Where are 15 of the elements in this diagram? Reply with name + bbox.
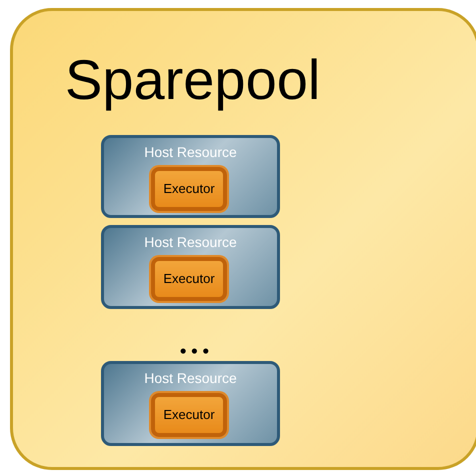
host-label: Host Resource bbox=[143, 144, 238, 160]
host-box bbox=[101, 135, 280, 218]
executor-box bbox=[151, 257, 227, 301]
executor-label: Executor bbox=[162, 271, 216, 286]
executor-label: Executor bbox=[162, 407, 216, 422]
executor-box bbox=[151, 393, 227, 437]
host-box bbox=[101, 361, 280, 446]
executor-box bbox=[151, 167, 227, 211]
ellipsis-label: • • • bbox=[180, 341, 209, 362]
host-box bbox=[101, 225, 280, 309]
host-label: Host Resource bbox=[143, 234, 238, 250]
executor-label: Executor bbox=[162, 181, 216, 196]
host-label: Host Resource bbox=[143, 370, 238, 386]
panel-title: Sparepool bbox=[65, 47, 320, 112]
container-panel bbox=[10, 8, 476, 470]
